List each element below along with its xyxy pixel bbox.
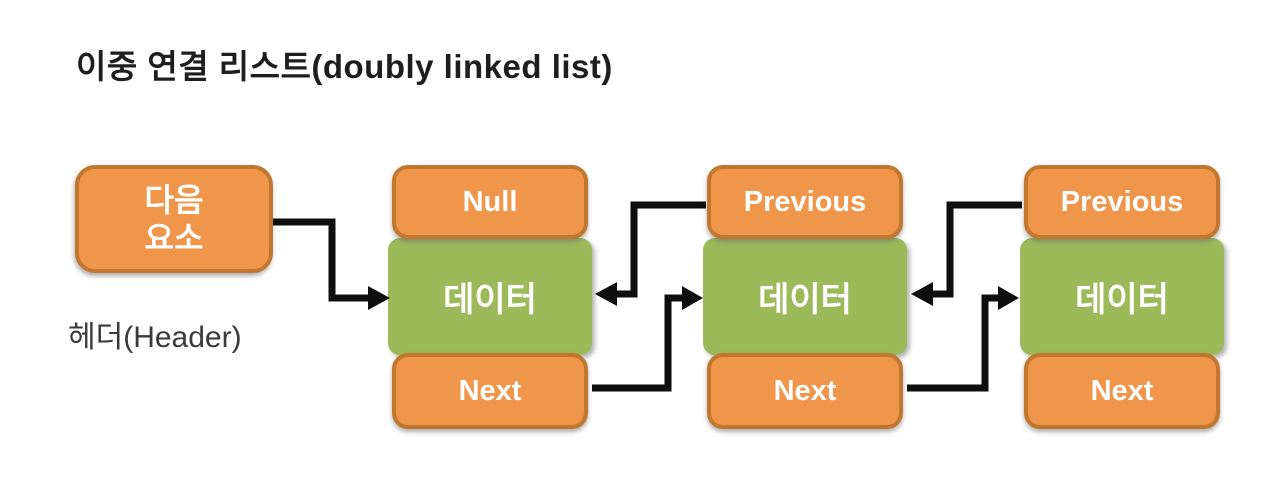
node-2-data-cell: 데이터 bbox=[703, 238, 907, 355]
node-2-prev-cell: Previous bbox=[707, 165, 903, 239]
node-3-prev-label: Previous bbox=[1060, 185, 1184, 218]
arrow-node2-prev-to-node1-icon bbox=[595, 201, 706, 306]
node-1-next-label: Next bbox=[458, 374, 522, 407]
list-node-2: 데이터 Previous Next bbox=[703, 165, 907, 429]
list-node-3: 데이터 Previous Next bbox=[1020, 165, 1224, 429]
arrow-node3-prev-to-node2-icon bbox=[911, 201, 1022, 306]
node-2-next-cell: Next bbox=[707, 353, 903, 429]
node-3-data-label: 데이터 bbox=[1075, 281, 1169, 319]
node-1-prev-cell: Null bbox=[392, 165, 588, 239]
header-caption: 헤더(Header) bbox=[68, 321, 242, 354]
node-2-data-label: 데이터 bbox=[758, 281, 852, 319]
node-3-next-label: Next bbox=[1090, 374, 1154, 407]
node-1-data-cell: 데이터 bbox=[388, 238, 592, 355]
diagram-title: 이중 연결 리스트(doubly linked list) bbox=[76, 48, 613, 85]
list-node-1: 데이터 Null Next bbox=[388, 165, 592, 429]
arrow-header-to-node1-icon bbox=[273, 218, 390, 310]
node-3-prev-cell: Previous bbox=[1024, 165, 1220, 239]
node-2-next-label: Next bbox=[773, 374, 837, 407]
node-1-next-cell: Next bbox=[392, 353, 588, 429]
arrow-node2-next-to-node3-icon bbox=[907, 286, 1019, 392]
node-2-prev-label: Previous bbox=[743, 185, 867, 218]
header-node-label: 다음 요소 bbox=[144, 182, 204, 256]
node-1-prev-label: Null bbox=[462, 185, 518, 218]
node-3-data-cell: 데이터 bbox=[1020, 238, 1224, 355]
header-node: 다음 요소 bbox=[75, 165, 273, 273]
node-1-data-label: 데이터 bbox=[443, 281, 537, 319]
arrow-node1-next-to-node2-icon bbox=[592, 286, 703, 392]
node-3-next-cell: Next bbox=[1024, 353, 1220, 429]
